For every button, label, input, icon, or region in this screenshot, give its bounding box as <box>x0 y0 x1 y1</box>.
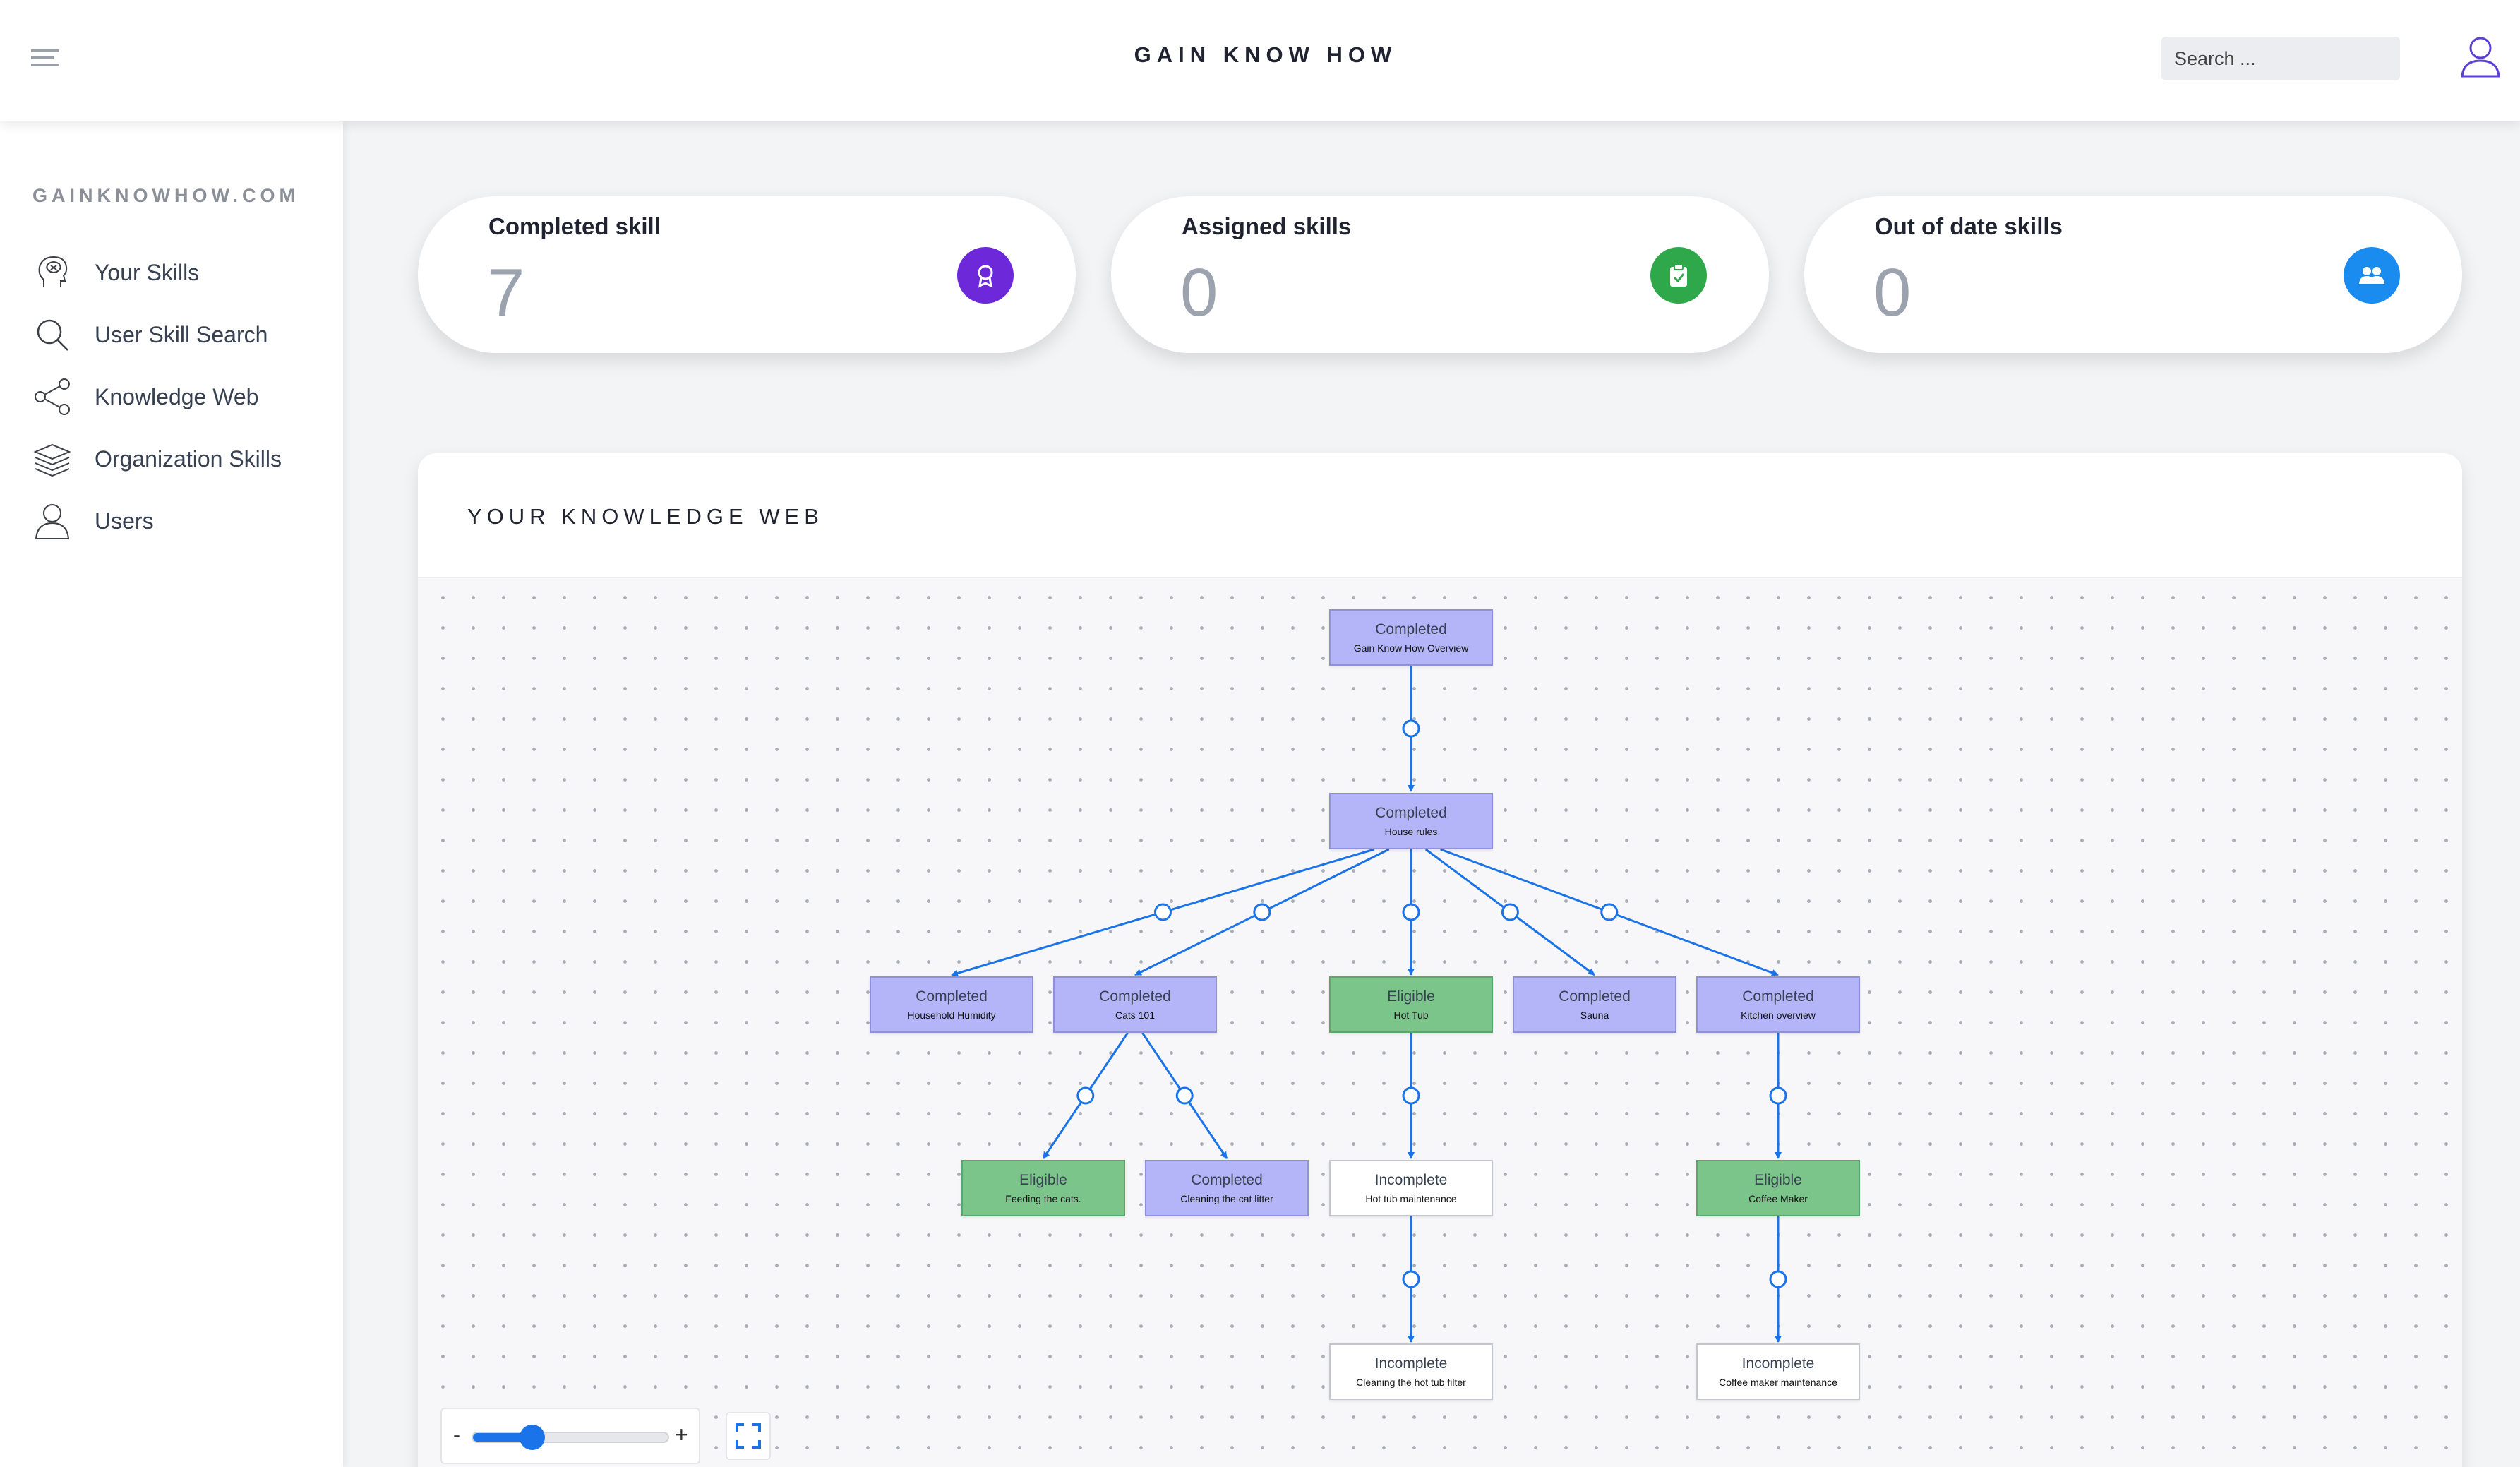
knowledge-web-title: YOUR KNOWLEDGE WEB <box>467 504 824 529</box>
out-of-date-skills-card[interactable]: Out of date skills 0 <box>1804 196 2462 353</box>
app-title: GAIN KNOW HOW <box>1134 42 1398 67</box>
clipboard-check-icon <box>1650 247 1707 304</box>
edge-connector-port[interactable] <box>1501 903 1519 921</box>
edge-connector-port[interactable] <box>1600 903 1619 921</box>
skill-node-status: Eligible <box>1019 1172 1067 1188</box>
skill-node-name: Hot tub maintenance <box>1365 1193 1457 1204</box>
card-title: Assigned skills <box>1182 213 1352 239</box>
knowledge-web-edges <box>951 666 1787 1343</box>
card-value: 0 <box>1180 255 1218 330</box>
edge-connector-port[interactable] <box>1402 1086 1420 1105</box>
card-title: Out of date skills <box>1875 213 2063 239</box>
card-value: 7 <box>487 255 525 330</box>
skill-node-status: Eligible <box>1754 1172 1802 1188</box>
skill-node-status: Completed <box>916 988 988 1005</box>
skill-node-status: Completed <box>1375 621 1447 637</box>
sidebar-item-label: Users <box>95 508 154 534</box>
sidebar-brand: GAINKNOWHOW.COM <box>32 185 299 206</box>
fullscreen-button[interactable] <box>726 1412 771 1460</box>
user-icon <box>31 500 73 542</box>
sidebar-item-knowledge-web[interactable]: Knowledge Web <box>31 374 328 419</box>
edge-connector-port[interactable] <box>1402 1270 1420 1288</box>
edge-connector-port[interactable] <box>1769 1270 1787 1288</box>
card-title: Completed skill <box>488 213 661 239</box>
top-header: GAIN KNOW HOW <box>0 0 2520 121</box>
sidebar-item-label: Knowledge Web <box>95 383 259 409</box>
head-brain-icon <box>31 251 73 294</box>
edge-connector-port[interactable] <box>1153 903 1172 921</box>
skill-node-name: Coffee Maker <box>1748 1193 1808 1204</box>
zoom-slider-handle[interactable] <box>520 1425 545 1450</box>
assigned-skills-card[interactable]: Assigned skills 0 <box>1111 196 1769 353</box>
skill-node-name: Cleaning the hot tub filter <box>1356 1377 1466 1388</box>
sidebar: GAINKNOWHOW.COM Your Skills User Skill S… <box>0 121 343 1467</box>
card-value: 0 <box>1873 255 1912 330</box>
zoom-in-button[interactable]: + <box>675 1422 688 1447</box>
edge-connector-port[interactable] <box>1076 1086 1095 1105</box>
skill-node-status: Incomplete <box>1374 1355 1448 1372</box>
skill-node-name: Cleaning the cat litter <box>1180 1193 1273 1204</box>
skill-node-status: Completed <box>1375 805 1447 821</box>
skill-node-status: Completed <box>1742 988 1814 1005</box>
edge-connector-port[interactable] <box>1402 903 1420 921</box>
zoom-slider-fill <box>473 1433 532 1442</box>
skill-node-status: Eligible <box>1387 988 1435 1005</box>
fullscreen-icon <box>736 1423 761 1449</box>
skill-node-name: Cats 101 <box>1115 1010 1156 1021</box>
award-icon <box>957 247 1014 304</box>
edge-connector-port[interactable] <box>1253 903 1271 921</box>
skill-node-name: Household Humidity <box>907 1010 996 1021</box>
share-network-icon <box>31 376 73 418</box>
zoom-slider[interactable] <box>472 1425 669 1450</box>
skill-node-status: Completed <box>1191 1172 1263 1188</box>
skill-node-status: Completed <box>1099 988 1171 1005</box>
sidebar-item-users[interactable]: Users <box>31 498 328 544</box>
skill-node-name: Coffee maker maintenance <box>1719 1377 1837 1388</box>
skill-node-name: Feeding the cats. <box>1005 1193 1081 1204</box>
search-input[interactable] <box>2161 37 2400 80</box>
completed-skill-card[interactable]: Completed skill 7 <box>418 196 1076 353</box>
skill-node-name: Sauna <box>1580 1010 1609 1021</box>
skill-node-name: Gain Know How Overview <box>1353 642 1469 654</box>
skill-node-name: House rules <box>1384 826 1438 837</box>
layers-icon <box>31 438 73 480</box>
hamburger-menu-icon[interactable] <box>31 47 59 72</box>
sidebar-item-label: Organization Skills <box>95 445 282 472</box>
zoom-out-button[interactable]: - <box>453 1423 460 1447</box>
skill-node-name: Kitchen overview <box>1741 1010 1816 1021</box>
skill-node-status: Incomplete <box>1741 1355 1815 1372</box>
sidebar-item-label: User Skill Search <box>95 321 268 347</box>
sidebar-item-label: Your Skills <box>95 259 200 285</box>
edge-connector-port[interactable] <box>1402 719 1420 738</box>
sidebar-item-your-skills[interactable]: Your Skills <box>31 250 328 295</box>
user-icon[interactable] <box>2459 34 2502 79</box>
edge-connector-port[interactable] <box>1769 1086 1787 1105</box>
skill-node-name: Hot Tub <box>1393 1010 1429 1021</box>
skill-node-status: Completed <box>1559 988 1631 1005</box>
search-icon <box>31 313 73 356</box>
users-icon <box>2344 247 2400 304</box>
zoom-control: - + <box>440 1408 700 1464</box>
sidebar-item-user-skill-search[interactable]: User Skill Search <box>31 312 328 357</box>
edge-connector-port[interactable] <box>1175 1086 1194 1105</box>
sidebar-item-organization-skills[interactable]: Organization Skills <box>31 436 328 481</box>
skill-node-status: Incomplete <box>1374 1172 1448 1188</box>
